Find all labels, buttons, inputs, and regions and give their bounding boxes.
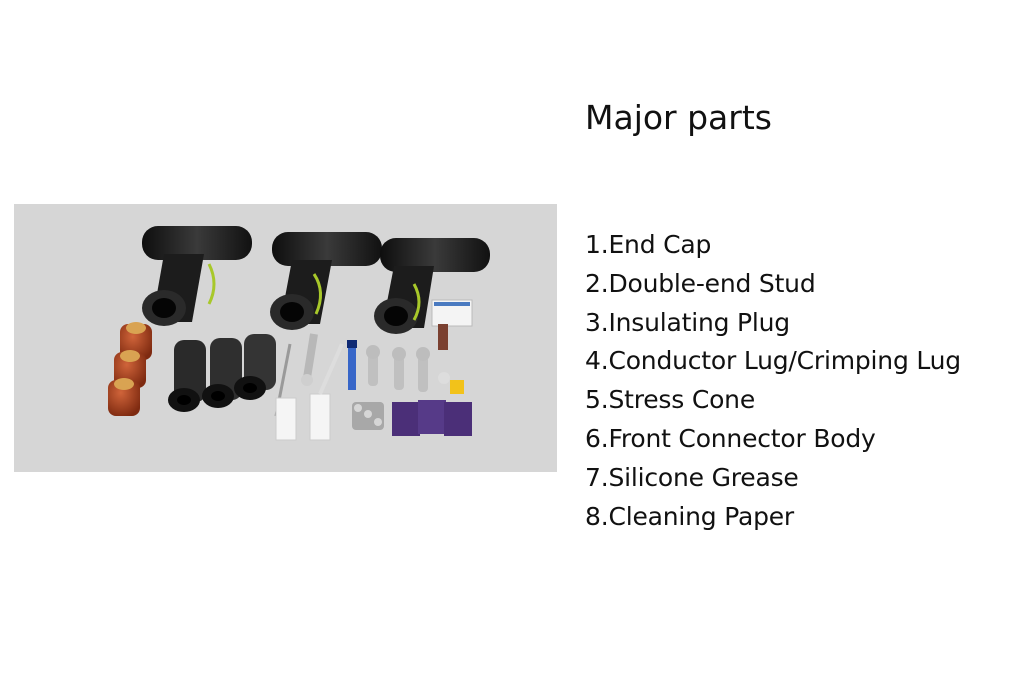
label-tag bbox=[431, 299, 473, 350]
list-item: 5.Stress Cone bbox=[585, 385, 756, 415]
cleaning-paper-packs bbox=[392, 400, 472, 436]
kit-illustration bbox=[108, 226, 490, 441]
page-title: Major parts bbox=[585, 98, 772, 137]
list-item: 3.Insulating Plug bbox=[585, 307, 790, 337]
list-item: 2.Double-end Stud bbox=[585, 268, 816, 298]
conductor-lugs bbox=[366, 345, 464, 394]
silicone-grease-tubes bbox=[275, 343, 344, 441]
front-connector-body-1 bbox=[142, 226, 252, 326]
list-item: 1.End Cap bbox=[585, 230, 712, 259]
parts-list: 1.End Cap 2.Double-end Stud 3.Insulating… bbox=[585, 226, 961, 536]
product-photo bbox=[14, 204, 557, 472]
bolt-set bbox=[352, 402, 384, 430]
list-item: 7.Silicone Grease bbox=[585, 462, 799, 492]
front-connector-body-2 bbox=[270, 232, 382, 330]
stress-cone-set bbox=[168, 334, 276, 412]
list-item: 8.Cleaning Paper bbox=[585, 501, 795, 531]
list-item: 6.Front Connector Body bbox=[585, 423, 876, 453]
end-cap-set bbox=[108, 322, 152, 416]
front-connector-body-3 bbox=[374, 238, 490, 334]
list-item: 4.Conductor Lug/Crimping Lug bbox=[585, 346, 961, 376]
